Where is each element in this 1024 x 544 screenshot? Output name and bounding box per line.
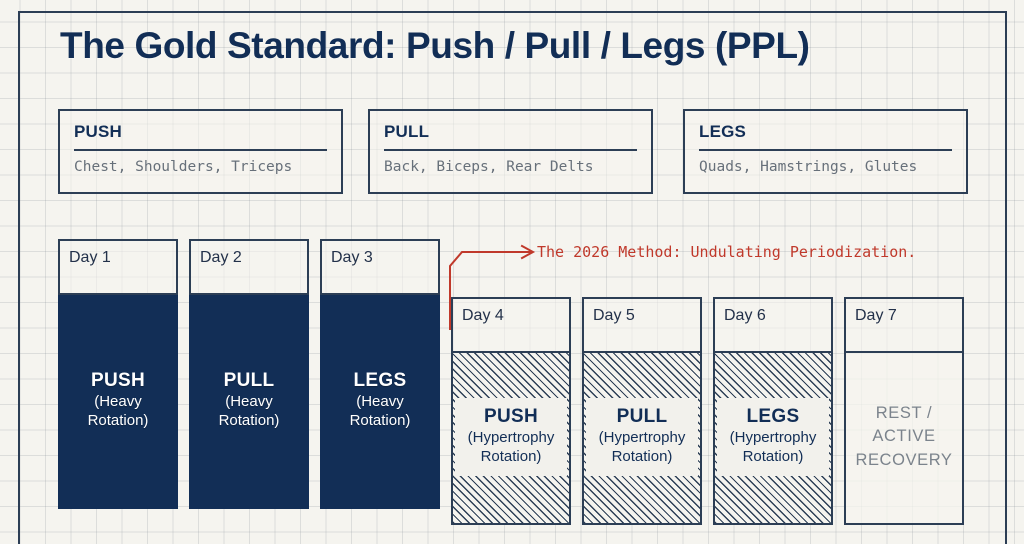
day-block-7-content: REST / ACTIVE RECOVERY (855, 402, 952, 472)
day-block-7-rest-line1: REST / (875, 403, 933, 422)
day-block-1: Day 1 PUSH (Heavy Rotation) (58, 239, 178, 509)
split-card-pull-muscles: Back, Biceps, Rear Delts (384, 159, 594, 175)
split-card-push-divider (74, 149, 327, 151)
split-card-pull: PULL Back, Biceps, Rear Delts (368, 109, 653, 194)
page-title: The Gold Standard: Push / Pull / Legs (P… (60, 25, 810, 66)
split-card-pull-divider (384, 149, 637, 151)
day-block-6-content: LEGS (Hypertrophy Rotation) (717, 398, 829, 476)
day-block-5-workout: PULL (616, 406, 668, 428)
day-block-4-content: PUSH (Hypertrophy Rotation) (455, 398, 567, 476)
day-block-6-label: Day 6 (713, 297, 833, 353)
day-block-1-workout: PUSH (91, 370, 145, 392)
day-block-7-label: Day 7 (844, 297, 964, 353)
day-block-5-subtitle-line1: (Hypertrophy (598, 429, 686, 447)
day-block-1-subtitle-line1: (Heavy (94, 393, 142, 411)
day-block-1-body: PUSH (Heavy Rotation) (58, 293, 178, 509)
day-block-5-label: Day 5 (582, 297, 702, 353)
day-block-4-workout: PUSH (484, 406, 538, 428)
split-card-legs-muscles: Quads, Hamstrings, Glutes (699, 159, 918, 175)
day-block-2-body: PULL (Heavy Rotation) (189, 293, 309, 509)
split-card-pull-title: PULL (384, 122, 430, 141)
day-block-1-subtitle-line2: Rotation) (87, 411, 149, 429)
split-card-push-title: PUSH (74, 122, 123, 141)
day-block-6: Day 6 LEGS (Hypertrophy Rotation) (713, 297, 833, 525)
day-block-3-content: LEGS (Heavy Rotation) (350, 369, 411, 431)
split-card-legs-title: LEGS (699, 122, 747, 141)
day-block-3-workout: LEGS (353, 370, 407, 392)
day-block-4-label: Day 4 (451, 297, 571, 353)
day-block-2: Day 2 PULL (Heavy Rotation) (189, 239, 309, 509)
day-block-4-body: PUSH (Hypertrophy Rotation) (451, 351, 571, 525)
split-card-legs-divider (699, 149, 952, 151)
day-block-6-workout: LEGS (746, 406, 800, 428)
day-block-3-subtitle-line1: (Heavy (356, 393, 404, 411)
day-block-5-body: PULL (Hypertrophy Rotation) (582, 351, 702, 525)
day-block-4: Day 4 PUSH (Hypertrophy Rotation) (451, 297, 571, 525)
day-block-6-body: LEGS (Hypertrophy Rotation) (713, 351, 833, 525)
day-block-7-rest-line2: ACTIVE (872, 427, 936, 446)
day-block-7: Day 7 REST / ACTIVE RECOVERY (844, 297, 964, 525)
day-block-7-rest-line3: RECOVERY (855, 450, 953, 469)
day-block-4-subtitle-line1: (Hypertrophy (467, 429, 555, 447)
day-block-5-subtitle-line2: Rotation) (611, 447, 673, 465)
day-block-2-subtitle-line2: Rotation) (218, 411, 280, 429)
annotation-text: The 2026 Method: Undulating Periodizatio… (537, 243, 917, 261)
day-block-4-subtitle-line2: Rotation) (480, 447, 542, 465)
day-block-2-label: Day 2 (189, 239, 309, 295)
day-block-6-subtitle-line2: Rotation) (742, 447, 804, 465)
day-block-1-label: Day 1 (58, 239, 178, 295)
day-block-5: Day 5 PULL (Hypertrophy Rotation) (582, 297, 702, 525)
day-block-3-label: Day 3 (320, 239, 440, 295)
day-block-7-body: REST / ACTIVE RECOVERY (844, 351, 964, 525)
split-card-push-muscles: Chest, Shoulders, Triceps (74, 159, 293, 175)
day-block-6-subtitle-line1: (Hypertrophy (729, 429, 817, 447)
split-card-legs: LEGS Quads, Hamstrings, Glutes (683, 109, 968, 194)
split-card-push: PUSH Chest, Shoulders, Triceps (58, 109, 343, 194)
day-block-1-content: PUSH (Heavy Rotation) (88, 369, 149, 431)
day-block-5-content: PULL (Hypertrophy Rotation) (586, 398, 698, 476)
day-block-3-subtitle-line2: Rotation) (349, 411, 411, 429)
day-block-3-body: LEGS (Heavy Rotation) (320, 293, 440, 509)
day-block-3: Day 3 LEGS (Heavy Rotation) (320, 239, 440, 509)
day-block-2-subtitle-line1: (Heavy (225, 393, 273, 411)
day-block-2-content: PULL (Heavy Rotation) (219, 369, 280, 431)
day-block-2-workout: PULL (223, 370, 275, 392)
